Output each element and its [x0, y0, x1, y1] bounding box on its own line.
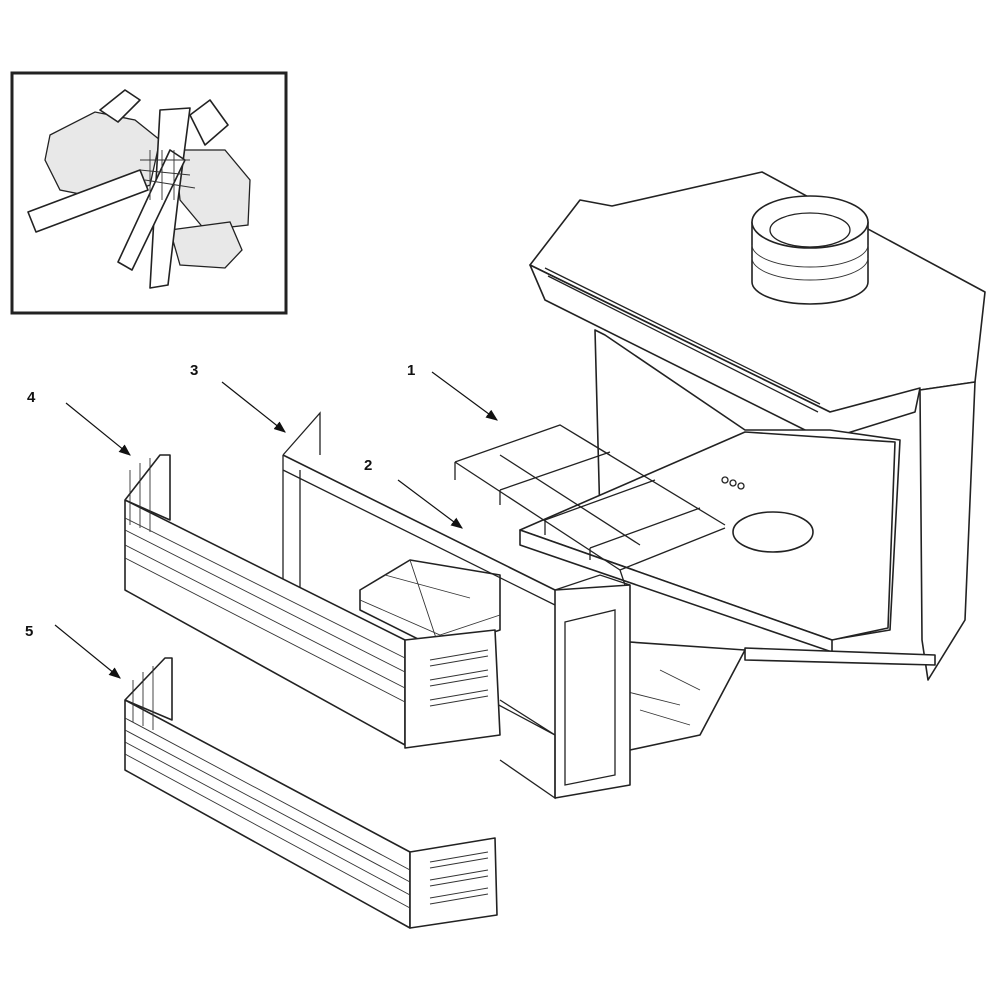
louver-panel-lower [124, 657, 498, 929]
part-number-4: 4 [27, 389, 36, 406]
part-label-4: 4 [27, 389, 131, 456]
flue-collar [751, 195, 869, 305]
part-label-5: 5 [25, 623, 121, 679]
part-number-2: 2 [364, 457, 372, 474]
part-label-2: 2 [364, 457, 463, 529]
louver-panel-upper [124, 454, 501, 749]
part-label-1: 1 [407, 362, 498, 421]
log-set-inset [10, 71, 288, 315]
part-label-3: 3 [190, 362, 286, 433]
part-number-1: 1 [407, 362, 415, 379]
grate [454, 424, 726, 586]
part-number-5: 5 [25, 623, 33, 640]
part-number-3: 3 [190, 362, 198, 379]
